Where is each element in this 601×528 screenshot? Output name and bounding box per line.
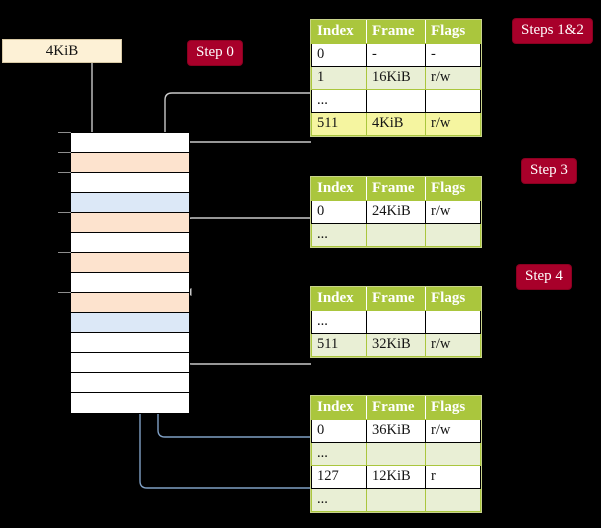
table-cell-index: 511 [311,333,367,357]
column-header-frame: Frame [366,287,426,311]
column-header-index: Index [311,20,367,44]
table-cell-flags [425,488,481,512]
table-cell-index: 1 [311,66,367,90]
memory-frame-row [71,393,189,413]
column-header-frame: Frame [366,177,426,201]
size-label-text: 4KiB [45,43,79,59]
memory-frame-row [71,213,189,233]
table-cell-frame: 4KiB [366,112,426,136]
table-cell-flags [425,310,481,334]
table-cell-index: 0 [311,419,367,443]
step-badge-step-4: Step 4 [517,265,571,289]
step-badge-label: Steps 1&2 [521,22,584,38]
table-cell-flags: r/w [425,200,481,224]
column-header-index: Index [311,177,367,201]
memory-frame-row [71,133,189,153]
table-cell-index: ... [311,310,367,334]
table-cell-frame [366,488,426,512]
memory-tick [58,252,71,253]
column-header-flags: Flags [425,396,481,420]
table-cell-flags: r/w [425,333,481,357]
memory-tick [58,292,71,293]
table-row: ... [311,442,481,466]
table-row: ... [311,89,481,113]
column-header-frame: Frame [366,20,426,44]
table-cell-frame: - [366,43,426,67]
step-badge-label: Step 0 [196,44,234,60]
size-label-box: 4KiB [2,39,122,63]
table-cell-flags: r [425,465,481,489]
column-header-frame: Frame [366,396,426,420]
column-header-index: Index [311,396,367,420]
memory-tick [58,212,71,213]
memory-frame-row [71,333,189,353]
table-cell-frame [366,89,426,113]
column-header-flags: Flags [425,177,481,201]
column-header-flags: Flags [425,20,481,44]
table-cell-flags [425,442,481,466]
step-badge-label: Step 4 [525,268,563,284]
step-badge-steps-1-2: Steps 1&2 [513,19,592,43]
table-cell-frame: 16KiB [366,66,426,90]
table-cell-index: ... [311,442,367,466]
wire-t1-4kib-to-memory [177,141,311,156]
memory-tick [58,152,71,153]
table-row: ... [311,488,481,512]
table-cell-index: 511 [311,112,367,136]
table-cell-flags [425,89,481,113]
column-header-flags: Flags [425,287,481,311]
table-cell-index: 0 [311,200,367,224]
step-badge-label: Step 3 [530,162,568,178]
table-cell-index: 0 [311,43,367,67]
table-cell-frame: 12KiB [366,465,426,489]
memory-frame-row [71,193,189,213]
wire-t3-32kib-to-memory [178,312,311,365]
memory-tick [58,132,71,133]
wire-t2-24kib-to-memory [184,217,311,296]
table-cell-index: ... [311,223,367,247]
memory-frame-row [71,353,189,373]
table-cell-frame [366,442,426,466]
table-cell-flags: - [425,43,481,67]
step-badge-step-0: Step 0 [188,41,242,65]
physical-memory-column [70,132,190,414]
table-cell-flags: r/w [425,419,481,443]
memory-frame-row [71,253,189,273]
memory-frame-row [71,293,189,313]
table-cell-index: ... [311,488,367,512]
memory-frame-row [71,173,189,193]
table-cell-index: ... [311,89,367,113]
memory-frame-row [71,373,189,393]
table-cell-frame: 36KiB [366,419,426,443]
table-row: ... [311,310,481,334]
memory-frame-row [71,233,189,253]
table-cell-flags [425,223,481,247]
column-header-index: Index [311,287,367,311]
table-cell-index: 127 [311,465,367,489]
memory-frame-row [71,153,189,173]
table-row: 0-- [311,43,481,67]
table-cell-frame [366,310,426,334]
table-cell-flags: r/w [425,66,481,90]
table-cell-frame [366,223,426,247]
memory-frame-row [71,313,189,333]
table-cell-frame: 32KiB [366,333,426,357]
table-cell-flags: r/w [425,112,481,136]
step-badge-step-3: Step 3 [522,159,576,183]
table-cell-frame: 24KiB [366,200,426,224]
memory-frame-row [71,273,189,293]
memory-tick [58,172,71,173]
table-row: ... [311,223,481,247]
